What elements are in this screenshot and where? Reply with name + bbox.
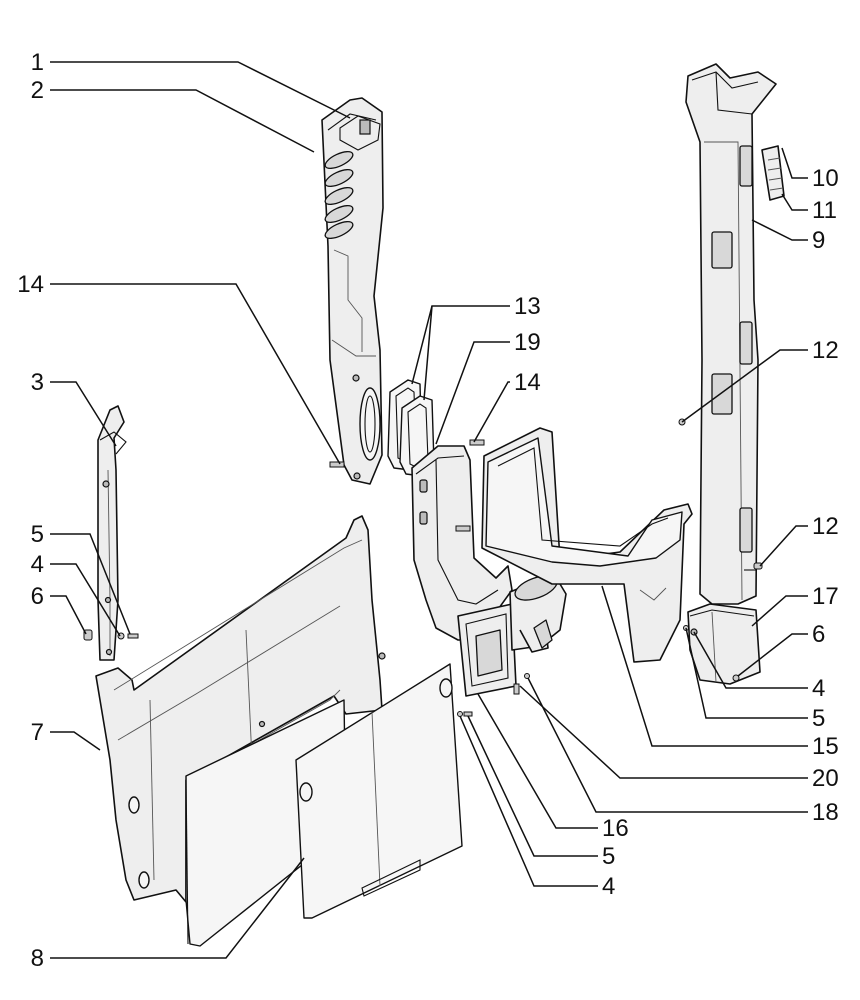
part-15-storage-bin (481, 427, 693, 663)
callout-19: 19 (514, 329, 541, 356)
part-9-pillar (685, 63, 777, 605)
callout-14b: 14 (514, 369, 541, 396)
leader-18 (527, 677, 808, 813)
callout-3: 3 (31, 369, 44, 396)
leader-8 (50, 857, 305, 959)
callout-5c: 5 (602, 843, 615, 870)
leader-15 (601, 585, 808, 747)
leader-6b (737, 633, 808, 677)
leader-3 (50, 381, 117, 447)
leader-9 (751, 219, 808, 241)
callout-4c: 4 (602, 873, 615, 900)
leader-16 (477, 693, 598, 829)
callout-6b: 6 (812, 621, 825, 648)
callout-18: 18 (812, 799, 839, 826)
leader-5b (685, 627, 808, 719)
callout-6a: 6 (31, 583, 44, 610)
callout-1: 1 (31, 49, 44, 76)
leader-13b (423, 305, 433, 401)
leader-5c (467, 715, 598, 857)
leader-14a (50, 283, 341, 465)
leader-lines (50, 61, 808, 959)
part-16-adapter (457, 573, 567, 697)
part-1-upper-vent-duct (321, 97, 384, 485)
leader-19 (435, 341, 510, 445)
leader-4a (50, 563, 121, 637)
callout-4b: 4 (812, 675, 825, 702)
leader-14b (473, 381, 510, 443)
callout-11: 11 (812, 197, 837, 224)
part-8-flat-panels (185, 663, 463, 947)
part-10-11-vent-grille (761, 145, 785, 201)
leader-4b (693, 631, 808, 689)
callout-16: 16 (602, 815, 629, 842)
callout-12b: 12 (812, 513, 839, 540)
callout-17: 17 (812, 583, 839, 610)
leader-20 (519, 685, 808, 779)
callout-10: 10 (812, 165, 839, 192)
leader-2 (50, 89, 315, 153)
leader-17 (751, 595, 808, 627)
callout-13: 13 (514, 293, 541, 320)
callout-8: 8 (31, 945, 44, 972)
leader-12b (759, 525, 808, 567)
callout-5a: 5 (31, 521, 44, 548)
part-19-l-duct (411, 445, 513, 641)
leader-5a (50, 533, 131, 635)
leader-4c (459, 715, 598, 887)
leader-1 (50, 61, 351, 119)
callout-7: 7 (31, 719, 44, 746)
leader-12a (681, 349, 808, 423)
leader-11 (781, 193, 808, 211)
callout-5b: 5 (812, 705, 825, 732)
fasteners-14 (329, 439, 485, 532)
callout-4a: 4 (31, 551, 44, 578)
callout-2: 2 (31, 77, 44, 104)
callout-14a: 14 (17, 271, 44, 298)
callout-12a: 12 (812, 337, 839, 364)
callout-20: 20 (812, 765, 839, 792)
part-17-pillar-foot (687, 603, 761, 685)
leader-10 (781, 147, 808, 179)
callout-15: 15 (812, 733, 839, 760)
leader-6a (50, 595, 87, 635)
fasteners-right (683, 625, 740, 682)
callout-9: 9 (812, 227, 825, 254)
callout-numbers: 1 2 3 4 5 6 7 8 14 13 19 14 10 11 9 12 1… (17, 49, 838, 972)
part-3-trim-strip (97, 405, 127, 661)
leader-7 (50, 731, 101, 751)
